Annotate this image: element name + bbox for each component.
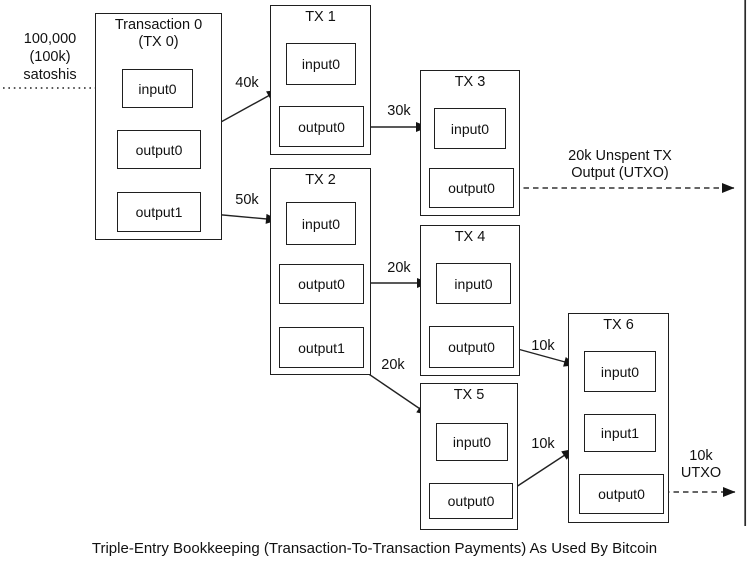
tx1-box: TX 1 input0 output0 xyxy=(270,5,371,155)
tx4-title: TX 4 xyxy=(454,229,486,245)
tx2-title: TX 2 xyxy=(305,172,336,188)
tx0-box: Transaction 0 (TX 0) input0 output0 outp… xyxy=(95,13,222,240)
flow-label-30k: 30k xyxy=(387,103,411,119)
diagram-caption: Triple-Entry Bookkeeping (Transaction-To… xyxy=(91,540,658,557)
tx0-output0-box: output0 xyxy=(117,130,201,169)
tx5-title: TX 5 xyxy=(453,387,485,403)
tx6-title: TX 6 xyxy=(603,317,634,333)
flow-label-10k-tx6-input1: 10k xyxy=(531,436,555,452)
tx3-box: TX 3 input0 output0 xyxy=(420,70,520,216)
tx6-input1-box: input1 xyxy=(584,414,656,452)
tx1-title: TX 1 xyxy=(305,9,336,25)
utxo-label-tx6-line1: 10k xyxy=(689,448,713,464)
tx4-input0-box: input0 xyxy=(436,263,511,304)
utxo-label-tx6-line2: UTXO xyxy=(680,464,722,481)
source-line-2: (100k) xyxy=(29,49,71,65)
tx6-output0-box: output0 xyxy=(579,474,664,514)
tx0-subtitle: (TX 0) xyxy=(138,34,179,50)
tx2-output1-box: output1 xyxy=(279,327,364,368)
tx0-input0-box: input0 xyxy=(122,69,193,108)
tx0-output1-box: output1 xyxy=(117,192,201,232)
tx4-output0-box: output0 xyxy=(429,326,514,368)
flow-label-10k-tx6-input0: 10k xyxy=(531,338,555,354)
utxo-label-tx3-line2: Output (UTXO) xyxy=(571,164,669,181)
tx5-box: TX 5 input0 output0 xyxy=(420,383,518,530)
flow-label-40k: 40k xyxy=(235,75,259,91)
tx1-output0-box: output0 xyxy=(279,106,364,147)
tx3-title: TX 3 xyxy=(454,74,486,90)
tx6-input0-box: input0 xyxy=(584,351,656,392)
tx2-input0-box: input0 xyxy=(286,202,356,245)
arrow-tx5-output0-to-tx6-input1 xyxy=(512,448,575,490)
tx0-title: Transaction 0 xyxy=(114,17,203,33)
source-line-1: 100,000 xyxy=(23,31,77,47)
tx6-box: TX 6 input0 input1 output0 xyxy=(568,313,669,523)
tx2-output0-box: output0 xyxy=(279,264,364,304)
utxo-label-tx6: 10k UTXO xyxy=(668,448,734,481)
tx2-box: TX 2 input0 output0 output1 xyxy=(270,168,371,375)
tx5-output0-box: output0 xyxy=(429,483,513,519)
flow-label-20k-tx4: 20k xyxy=(387,260,411,276)
tx3-input0-box: input0 xyxy=(434,108,506,149)
flow-label-50k: 50k xyxy=(235,192,259,208)
utxo-label-tx3: 20k Unspent TX Output (UTXO) xyxy=(540,148,700,181)
tx4-box: TX 4 input0 output0 xyxy=(420,225,520,376)
tx3-output0-box: output0 xyxy=(429,168,514,208)
source-line-3: satoshis xyxy=(23,67,77,83)
tx1-input0-box: input0 xyxy=(286,43,356,85)
source-satoshis-label: 100,000 (100k) satoshis xyxy=(6,30,94,84)
utxo-label-tx3-line1: 20k Unspent TX xyxy=(568,148,672,164)
tx5-input0-box: input0 xyxy=(436,423,508,461)
flow-label-20k-tx5: 20k xyxy=(381,357,405,373)
